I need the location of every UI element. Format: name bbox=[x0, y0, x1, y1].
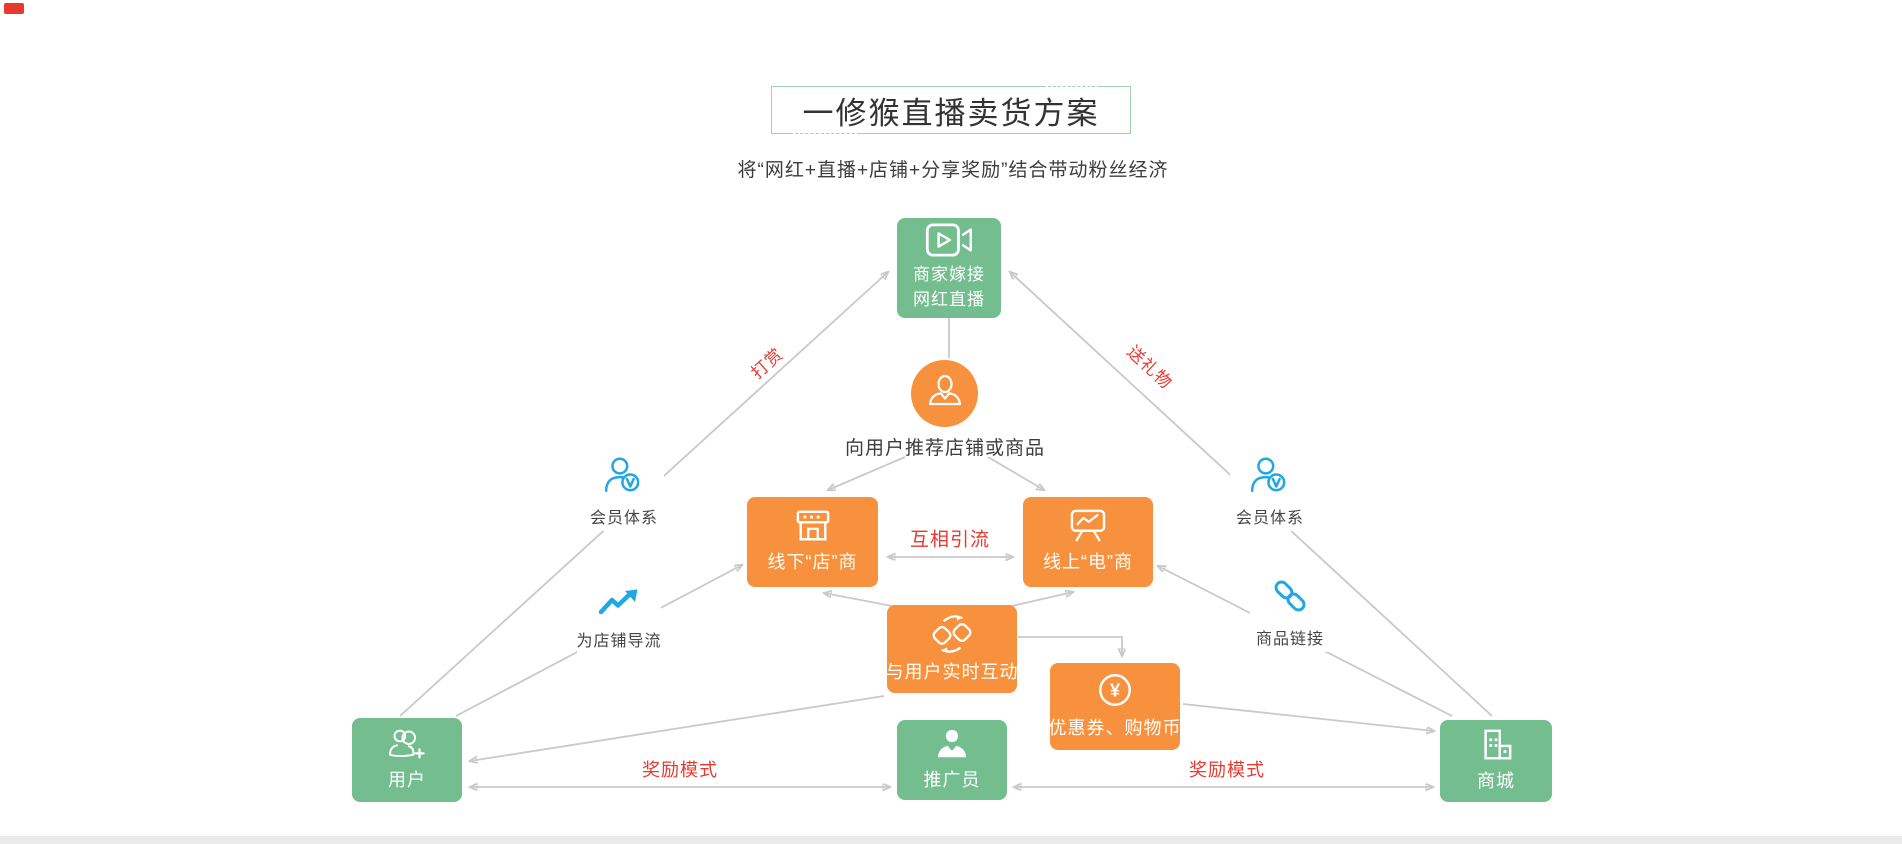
title-box-dash-bottom bbox=[790, 131, 860, 134]
node-user: 用户 bbox=[352, 718, 462, 802]
node-promoter: 推广员 bbox=[897, 720, 1007, 800]
node-label: 用户 bbox=[388, 769, 426, 790]
node-label: 优惠券、购物币 bbox=[1048, 718, 1182, 739]
page-subtitle: 将“网红+直播+店铺+分享奖励”结合带动粉丝经济 bbox=[737, 160, 1169, 181]
video-camera-icon bbox=[925, 223, 973, 257]
edge-recommend-to-offline bbox=[828, 456, 906, 490]
yen-symbol: ¥ bbox=[1110, 681, 1120, 701]
edge-coupon-to-mall bbox=[1182, 703, 1434, 731]
product-link: 商品链接 bbox=[1250, 573, 1330, 652]
node-label: 推广员 bbox=[923, 769, 981, 790]
node-label: 与用户实时互动 bbox=[885, 661, 1019, 682]
edge-label-reward-left: 奖励模式 bbox=[642, 760, 718, 780]
edge-interact-to-user bbox=[470, 695, 885, 761]
node-label: 线上“电”商 bbox=[1043, 551, 1133, 572]
add-user-icon bbox=[384, 727, 430, 761]
buildings-icon bbox=[1476, 728, 1516, 762]
node-label-line1: 商家嫁接 bbox=[913, 265, 985, 285]
recommend-label: 向用户推荐店铺或商品 bbox=[844, 438, 1045, 459]
side-label: 为店铺导流 bbox=[576, 633, 662, 650]
trend-up-arrow-icon bbox=[598, 588, 640, 623]
vip-member-icon bbox=[602, 455, 646, 500]
edge-label-reward-right: 奖励模式 bbox=[1189, 760, 1265, 780]
edge-interact-to-online bbox=[1011, 592, 1073, 607]
side-label: 会员体系 bbox=[589, 510, 658, 527]
node-label: 线下“店”商 bbox=[767, 551, 858, 572]
node-realtime-interact: 与用户实时互动 bbox=[885, 605, 1019, 693]
storefront-icon bbox=[793, 509, 833, 543]
salesman-icon bbox=[932, 727, 972, 761]
presenter-person-icon bbox=[925, 371, 965, 416]
node-merchant-broadcast: 商家嫁接 网红直播 bbox=[897, 218, 1001, 318]
node-coupon-coin: ¥ 优惠券、购物币 bbox=[1048, 663, 1182, 750]
node-mall: 商城 bbox=[1440, 720, 1552, 802]
member-system-left: 会员体系 bbox=[584, 452, 664, 531]
node-online-ecommerce: 线上“电”商 bbox=[1023, 497, 1153, 587]
side-label: 商品链接 bbox=[1255, 631, 1324, 648]
side-label: 会员体系 bbox=[1235, 510, 1304, 527]
member-system-right: 会员体系 bbox=[1230, 452, 1310, 531]
chart-board-icon bbox=[1068, 509, 1108, 543]
page-title: 一修猴直播卖货方案 bbox=[802, 95, 1100, 131]
edge-label-mutual-traffic: 互相引流 bbox=[909, 529, 991, 551]
node-offline-shop: 线下“店”商 bbox=[747, 497, 878, 587]
edge-recommend-to-online bbox=[987, 456, 1044, 490]
vip-member-icon bbox=[1248, 455, 1292, 500]
node-label: 商城 bbox=[1477, 770, 1515, 791]
corner-logo-mark bbox=[4, 3, 24, 14]
edge-interact-to-offline bbox=[824, 593, 893, 607]
node-recommend-circle bbox=[911, 360, 978, 427]
edge-interact-to-coupon bbox=[1018, 636, 1122, 656]
page-bottom-strip bbox=[0, 836, 1902, 844]
title-box-dash-top bbox=[1043, 86, 1100, 89]
store-traffic: 为店铺导流 bbox=[577, 585, 661, 654]
node-label-line2: 网红直播 bbox=[913, 290, 985, 309]
chain-link-icon bbox=[1270, 576, 1310, 621]
title-box: 一修猴直播卖货方案 bbox=[771, 86, 1131, 134]
yen-coin-icon: ¥ bbox=[1096, 671, 1134, 709]
sync-exchange-icon bbox=[929, 613, 975, 653]
